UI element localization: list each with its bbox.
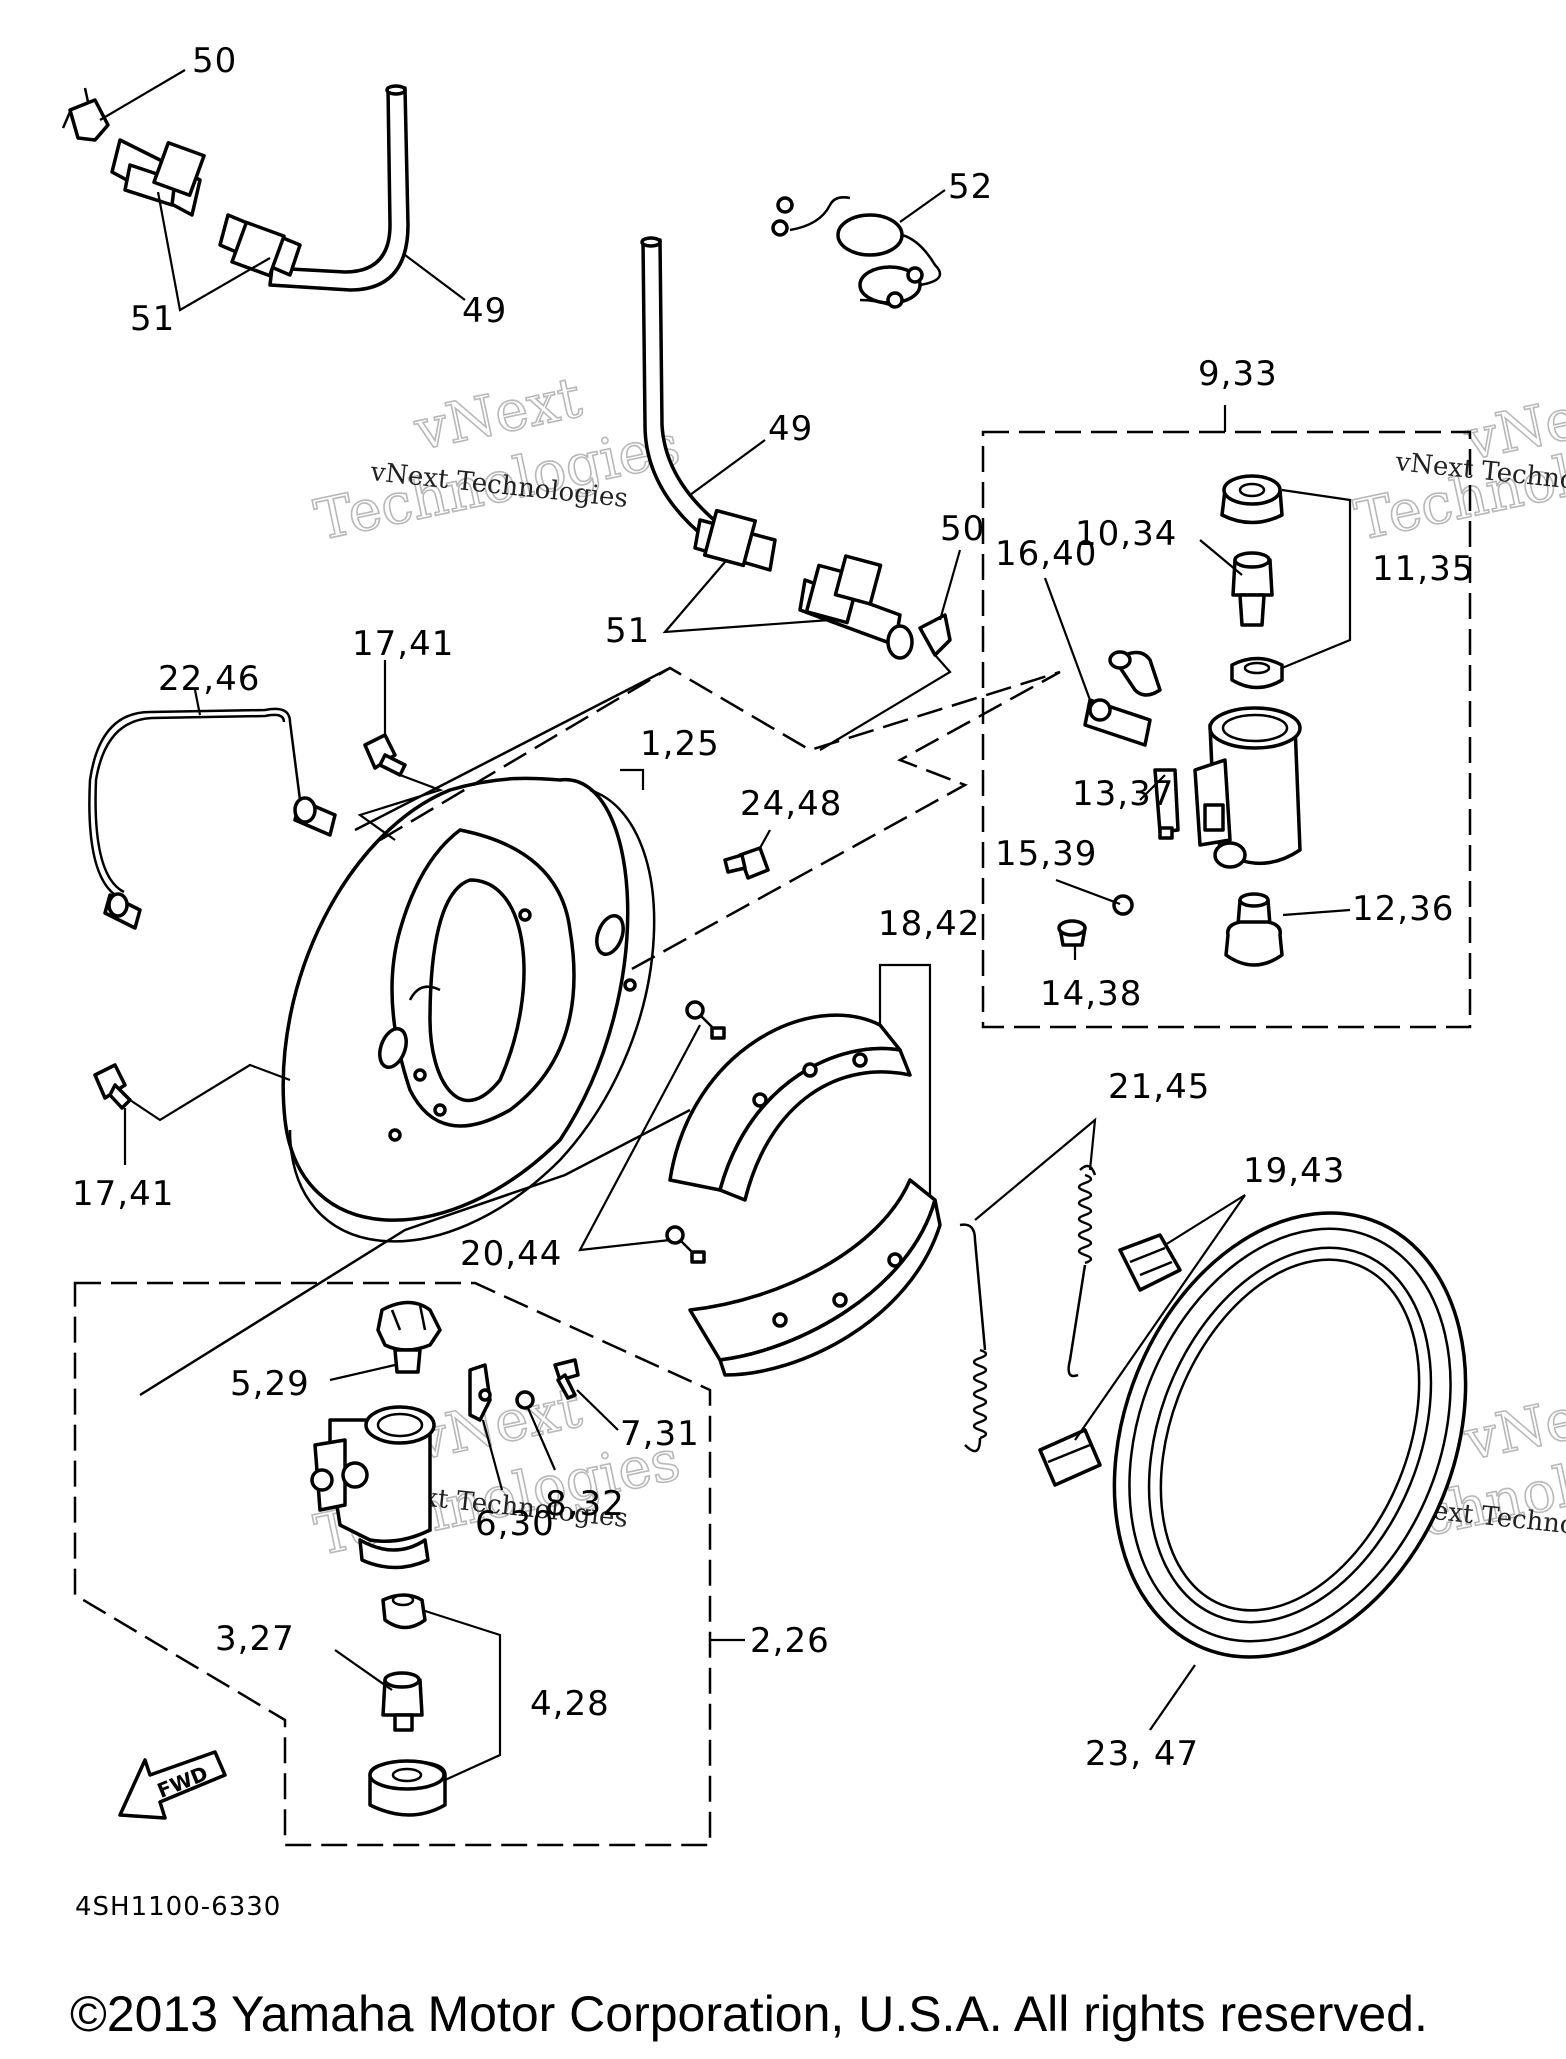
callout-label: 18,42	[878, 904, 980, 944]
callout-label: 11,35	[1372, 549, 1474, 589]
leader-2246	[193, 689, 202, 716]
callout-label: 13,37	[1072, 774, 1174, 814]
leader-50b-link	[819, 654, 952, 751]
watermark-1: vNext Technologies vNext Technologies	[309, 364, 687, 554]
brake-shoe-lower	[688, 1178, 942, 1377]
bolt-17-41-lower	[93, 1063, 132, 1110]
leader-731	[576, 1389, 619, 1431]
callout-label: 7,31	[620, 1414, 700, 1454]
callout-label: 14,38	[1040, 974, 1142, 1014]
leader-630	[481, 1419, 504, 1491]
callout-label: 2,26	[750, 1621, 830, 1661]
brake-pipe	[88, 707, 337, 930]
leader-52	[899, 189, 946, 223]
leader-832	[526, 1407, 557, 1471]
leader-1741a-link	[357, 773, 444, 841]
brake-hose-top	[61, 84, 410, 292]
return-spring-right	[1067, 1164, 1097, 1378]
leader-2145	[974, 1117, 1097, 1221]
callout-label: 20,44	[460, 1234, 562, 1274]
leader-327	[334, 1649, 393, 1691]
routing-outline-lower	[139, 1108, 691, 1397]
callout-label: 3,27	[215, 1619, 295, 1659]
callout-label: 9,33	[1198, 354, 1278, 394]
callout-label: 52	[948, 167, 993, 207]
brake-hose-center	[640, 236, 952, 660]
callout-label: 50	[192, 41, 237, 81]
return-spring-left	[959, 1223, 988, 1453]
routing-outline-line	[354, 666, 671, 832]
shoe-pin-upper	[685, 1000, 726, 1040]
shoe-pin-lower	[665, 1225, 706, 1264]
callout-label: 15,39	[995, 834, 1097, 874]
callout-label: 10,34	[1075, 514, 1177, 554]
leader-1337	[1139, 774, 1166, 801]
watermark-2: vNext Technologies vNext Technologies	[1349, 374, 1566, 554]
leader-2347	[1149, 1664, 1196, 1731]
leader-428	[421, 1608, 502, 1782]
callout-label: 21,45	[1108, 1067, 1210, 1107]
fwd-arrow-icon: FWD	[118, 1750, 227, 1820]
callout-label: 23, 47	[1085, 1734, 1199, 1774]
leader-2044	[578, 1024, 701, 1252]
brake-shoe-upper	[668, 1013, 912, 1202]
callout-label: 49	[768, 409, 813, 449]
callout-label: 17,41	[352, 624, 454, 664]
callout-label: 50	[940, 509, 985, 549]
leader-51b	[662, 561, 831, 634]
leader-50b	[938, 549, 962, 621]
bolt-17-41-upper	[363, 733, 407, 777]
leader-50a	[99, 69, 186, 121]
leader-529	[329, 1363, 396, 1382]
leader-1842	[878, 963, 932, 1195]
leader-1539	[1055, 878, 1121, 906]
leader-51a	[156, 191, 271, 312]
callout-label: 19,43	[1243, 1151, 1345, 1191]
callout-label: 12,36	[1352, 889, 1454, 929]
callout-label: 6,30	[475, 1504, 555, 1544]
leader-1135	[1281, 488, 1352, 670]
leader-1640	[1043, 577, 1092, 701]
leader-2448	[759, 829, 771, 849]
bolt-24-48	[723, 846, 770, 880]
wheel-cylinder-lower	[310, 1300, 580, 1817]
leader-49b	[689, 439, 766, 496]
callout-label: 24,48	[740, 784, 842, 824]
callout-label: 17,41	[72, 1174, 174, 1214]
callout-label: 22,46	[158, 659, 260, 699]
brake-drum-seal	[1112, 1211, 1468, 1659]
callout-label: 8,32	[545, 1484, 625, 1524]
callout-label: 49	[462, 291, 507, 331]
callout-label: 4,28	[530, 1684, 610, 1724]
seal-kit-52	[771, 196, 942, 309]
diagram-code: 4SH1100-6330	[75, 1892, 281, 1922]
callout-label: 1,25	[640, 724, 720, 764]
wheel-cylinder-upper	[1057, 474, 1302, 967]
copyright-notice: ©2013 Yamaha Motor Corporation, U.S.A. A…	[70, 1986, 1428, 2042]
brake-backing-plate	[281, 776, 656, 1243]
callout-label: 5,29	[230, 1364, 310, 1404]
leader-49a	[404, 254, 466, 301]
leader-125	[620, 768, 645, 790]
callout-label: 51	[605, 611, 650, 651]
leader-1236	[1282, 908, 1351, 917]
adjuster-clip-lower	[1038, 1428, 1102, 1487]
leader-1741b-link	[129, 1063, 291, 1122]
callout-label: 16,40	[995, 534, 1097, 574]
leader-1943	[1074, 1194, 1246, 1441]
adjuster-clip-upper	[1118, 1233, 1182, 1292]
wheel-cylinder-kit-box-lower	[73, 1281, 712, 1847]
leader-1034	[1199, 539, 1243, 576]
callout-label: 51	[130, 299, 175, 339]
